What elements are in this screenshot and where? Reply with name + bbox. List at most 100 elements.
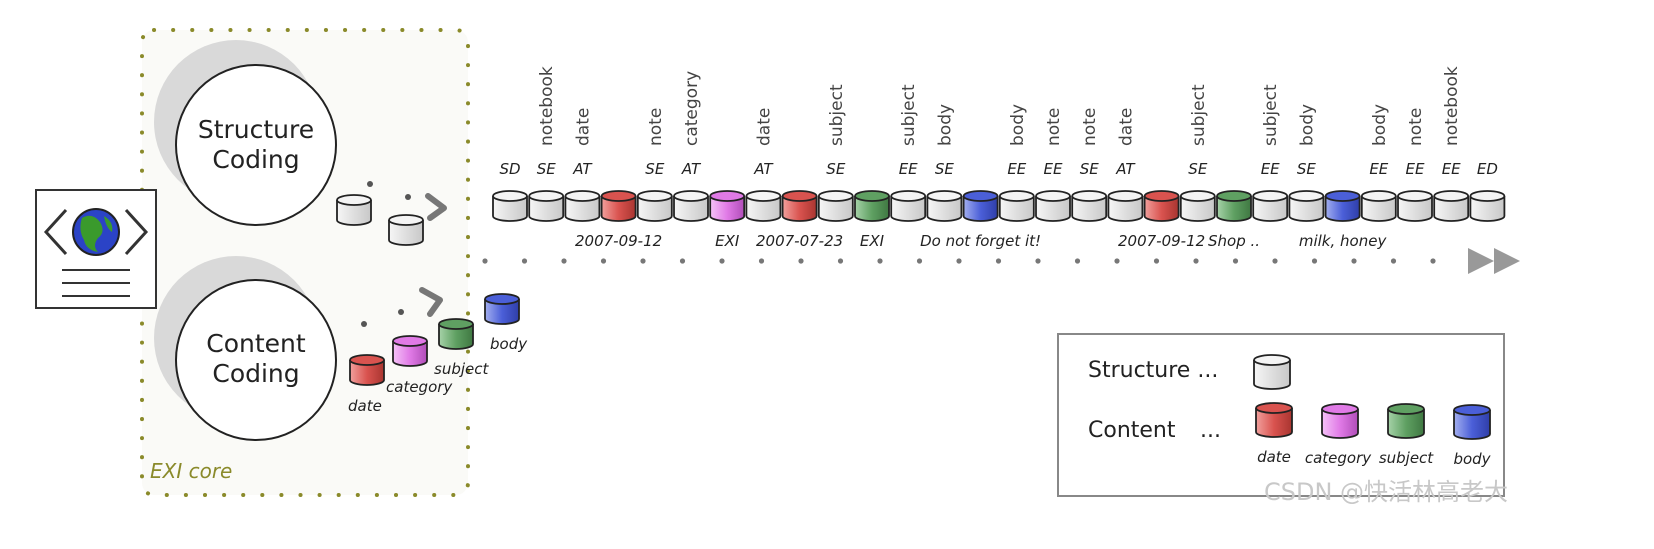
- element-name-label: subject: [1189, 84, 1209, 146]
- content-coding-line1: Content: [206, 329, 306, 358]
- dotted-timeline: [482, 258, 1436, 264]
- stream-structure-cylinder: [745, 190, 782, 222]
- content-flow-marks: [361, 287, 443, 327]
- timeline-dot: [1153, 258, 1160, 264]
- timeline-dot: [521, 258, 528, 264]
- stream-structure-cylinder: [1107, 190, 1144, 222]
- legend-date-swatch: [1255, 402, 1293, 438]
- timeline-dot: [600, 258, 607, 264]
- xml-document-icon: [35, 189, 157, 309]
- timeline-dot: [482, 258, 488, 264]
- element-name-label: body: [1370, 104, 1390, 146]
- exi-core-label: EXI core: [150, 459, 232, 483]
- structure-coding-node: Structure Coding: [154, 40, 337, 226]
- event-code: SE: [537, 160, 557, 178]
- timeline-dot: [1390, 258, 1397, 264]
- timeline-dot: [1351, 258, 1357, 264]
- fast-forward-icon: [1468, 248, 1520, 274]
- stream-structure-cylinder: [673, 190, 709, 222]
- stream-body-cylinder: [1324, 190, 1361, 222]
- event-code: EE: [1369, 160, 1388, 178]
- element-name-label: note: [646, 108, 666, 146]
- timeline-dot: [877, 258, 883, 264]
- structure-coding-line2: Coding: [212, 145, 299, 174]
- channel-label-body: body: [490, 335, 528, 353]
- element-name-label: body: [1297, 104, 1317, 146]
- event-code: AT: [572, 160, 593, 178]
- channel-label-subject: subject: [434, 360, 489, 378]
- event-code: SE: [645, 160, 665, 178]
- event-code: SE: [1297, 160, 1317, 178]
- content-date-cylinder: [349, 354, 385, 386]
- element-name-label: note: [1080, 108, 1100, 146]
- event-code: SD: [499, 160, 520, 178]
- legend-body-swatch: [1453, 404, 1491, 440]
- legend-item-category: category: [1305, 449, 1372, 467]
- timeline-dot: [1035, 258, 1041, 264]
- event-code: AT: [753, 160, 774, 178]
- structure-output-cylinder: [336, 194, 372, 226]
- legend-content-label: Content: [1088, 418, 1176, 443]
- element-name-label: note: [1044, 108, 1064, 146]
- stream-structure-cylinder: [564, 190, 601, 222]
- event-code: EE: [1261, 160, 1280, 178]
- element-name-label: body: [1008, 104, 1028, 146]
- stream-date-cylinder: [1143, 190, 1180, 222]
- stream-structure-cylinder: [1071, 190, 1108, 222]
- event-code: AT: [1115, 160, 1136, 178]
- element-name-label: category: [682, 71, 702, 146]
- event-code: EE: [1044, 160, 1063, 178]
- content-coding-node: Content Coding: [154, 256, 337, 441]
- watermark: CSDN @快活林高老大: [1264, 478, 1508, 506]
- stream-subject-cylinder: [854, 190, 890, 222]
- content-coding-line2: Coding: [212, 359, 299, 388]
- legend-structure-swatch: [1253, 354, 1291, 390]
- timeline-dot: [640, 258, 646, 264]
- timeline-dot: [995, 258, 1002, 264]
- stream-date-cylinder: [600, 190, 637, 222]
- stream-structure-cylinder: [1179, 190, 1216, 222]
- legend-content-dots: ...: [1200, 418, 1221, 443]
- timeline-dot: [679, 258, 686, 264]
- content-body-cylinder: [484, 293, 520, 325]
- content-value-label: 2007-07-23: [756, 232, 843, 250]
- legend-subject-swatch: [1387, 403, 1425, 439]
- element-name-label: subject: [899, 84, 919, 146]
- timeline-dot: [1430, 258, 1436, 264]
- structure-output-cylinder: [388, 214, 424, 246]
- content-value-label: EXI: [715, 232, 740, 250]
- element-name-label: date: [1116, 108, 1136, 146]
- content-value-label: EXI: [860, 232, 885, 250]
- content-category-cylinder: [392, 335, 428, 367]
- element-name-label: notebook: [1442, 66, 1462, 146]
- timeline-dot: [798, 258, 804, 264]
- stream-category-cylinder: [709, 190, 746, 222]
- timeline-dot: [1114, 258, 1120, 264]
- stream-structure-cylinder: [890, 190, 927, 222]
- timeline-dot: [837, 258, 844, 264]
- element-name-label: subject: [827, 84, 847, 146]
- element-name-label: subject: [1261, 84, 1281, 146]
- stream-structure-cylinder: [492, 190, 528, 222]
- stream-structure-cylinder: [528, 190, 565, 222]
- event-code: SE: [935, 160, 955, 178]
- stream-structure-cylinder: [1360, 190, 1397, 222]
- content-value-label: milk, honey: [1299, 232, 1388, 250]
- timeline-dot: [1311, 258, 1318, 264]
- timeline-dot: [1232, 258, 1239, 264]
- stream-structure-cylinder: [1035, 190, 1071, 222]
- event-code: SE: [1080, 160, 1100, 178]
- channel-label-category: category: [386, 378, 453, 396]
- event-code: ED: [1477, 160, 1498, 178]
- structure-coding-line1: Structure: [198, 115, 314, 144]
- element-name-label: notebook: [537, 66, 557, 146]
- content-output: [349, 293, 520, 386]
- structure-output: [336, 194, 424, 246]
- stream-body-cylinder: [962, 190, 999, 222]
- stream-structure-cylinder: [926, 190, 963, 222]
- channel-label-date: date: [348, 397, 382, 415]
- timeline-dot: [1074, 258, 1081, 264]
- event-code: AT: [681, 160, 702, 178]
